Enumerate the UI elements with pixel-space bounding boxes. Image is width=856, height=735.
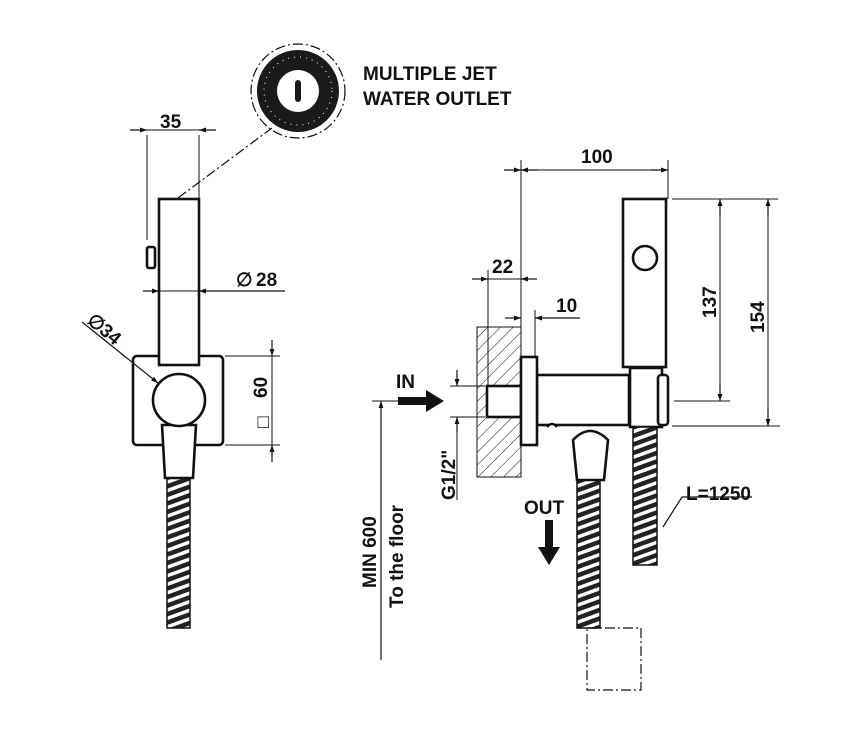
- outlet-label-line2: WATER OUTLET: [363, 89, 512, 110]
- multiple-jet-outlet-detail: [177, 43, 346, 199]
- square-symbol: □: [253, 416, 274, 428]
- inlet-label: IN: [396, 372, 415, 393]
- side-view: [372, 160, 780, 691]
- front-view: [81, 127, 285, 629]
- dim-60-label: 60: [251, 377, 272, 398]
- dim-100-label: 100: [581, 147, 613, 168]
- outlet-label-line1: MULTIPLE JET: [363, 64, 497, 85]
- outlet-label: OUT: [524, 498, 565, 519]
- floor-label: To the floor: [387, 504, 408, 608]
- dim-28-label: 28: [256, 270, 277, 291]
- hose-length-label: L=1250: [686, 484, 751, 505]
- dim-10-label: 10: [556, 296, 577, 317]
- min-height-label: MIN 600: [360, 516, 381, 588]
- thread-label: G1/2": [439, 450, 460, 500]
- diameter-symbol: ∅: [236, 270, 253, 291]
- dim-137-label: 137: [700, 286, 721, 318]
- dim-35-label: 35: [160, 112, 182, 133]
- dim-22-label: 22: [492, 257, 513, 278]
- dim-154-label: 154: [748, 301, 769, 333]
